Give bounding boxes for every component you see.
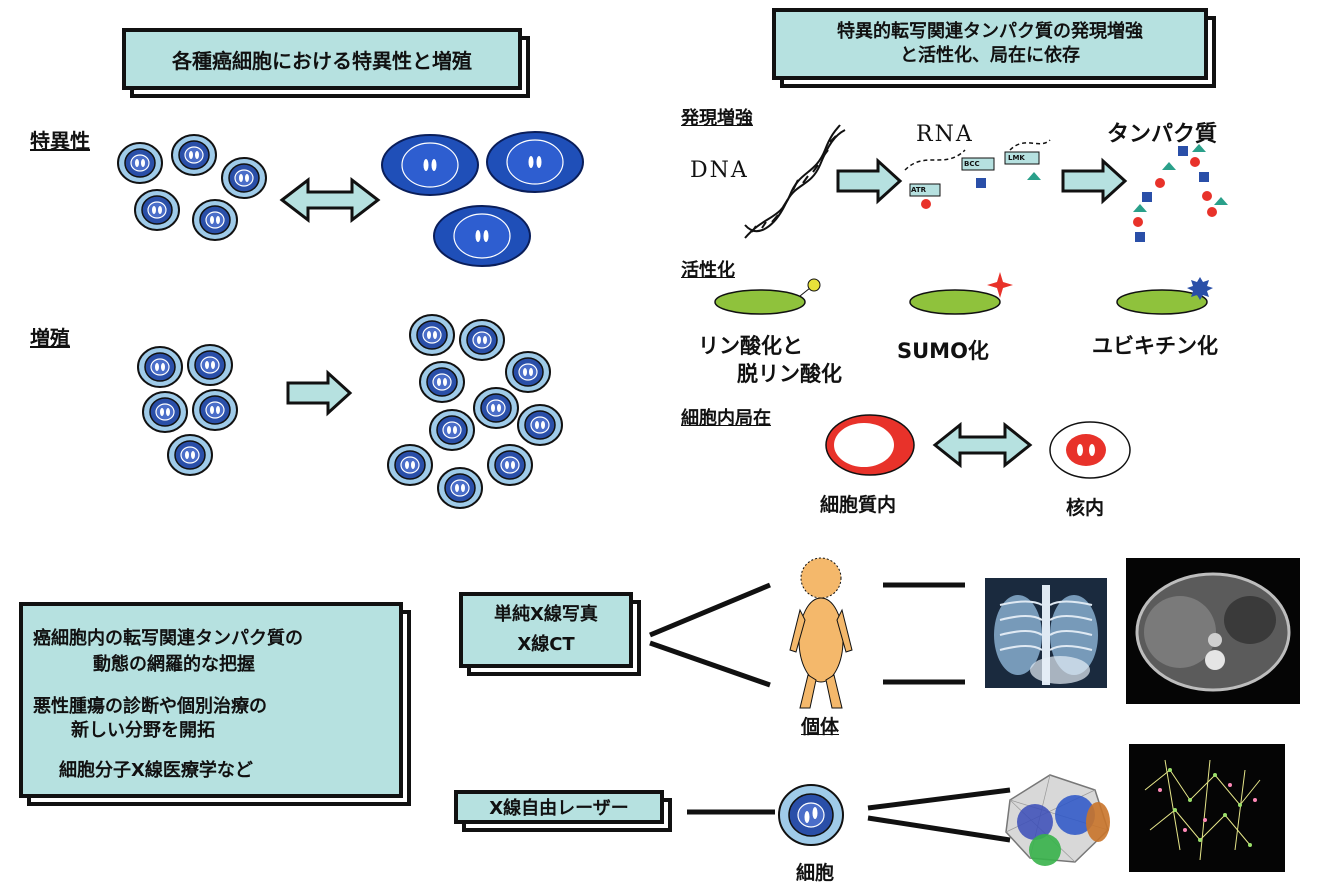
activation-label: 活性化 (681, 260, 735, 281)
rna-strand-icon (904, 139, 1051, 171)
phosphorylation-label-1: リン酸化と (698, 334, 803, 358)
proliferation-label: 増殖 (30, 326, 70, 350)
summary-box: 癌細胞内の転写関連タンパク質の 動態の網羅的な把握 悪性腫瘍の診断や個別治療の … (19, 602, 411, 806)
proliferation-before-cells (137, 344, 238, 476)
dna-helix-icon (744, 124, 846, 239)
molecular-model-image (1129, 744, 1285, 872)
sumoylation-icon (909, 272, 1013, 315)
transcription-protein-title-box: 特異的転写関連タンパク質の発現増強 と活性化、局在に依存 (772, 8, 1216, 88)
xray-fel-box: X線自由レーザー (454, 790, 672, 832)
double-arrow-localization (932, 421, 1033, 469)
rna-tag-lmk: LMK (1008, 154, 1025, 162)
connector-lines-xray (649, 582, 965, 688)
phosphorylation-icon (714, 278, 821, 315)
arrow-proliferation (286, 371, 352, 415)
cytoplasm-cell-icon (825, 414, 915, 476)
single-cell-icon (778, 784, 844, 846)
phosphorylation-label-2: 脱リン酸化 (737, 362, 842, 386)
protein-structure-3d-icon (1005, 774, 1110, 866)
cancer-cell-title-box: 各種癌細胞における特異性と増殖 (122, 28, 530, 98)
localization-label: 細胞内局在 (681, 408, 771, 429)
sumoylation-label: SUMO化 (897, 339, 989, 363)
transcription-protein-title: 特異的転写関連タンパク質の発現増強 と活性化、局在に依存 (772, 8, 1208, 80)
cytoplasm-label: 細胞質内 (820, 494, 897, 516)
specificity-label: 特異性 (30, 129, 90, 153)
large-cancer-cells-group (381, 131, 584, 267)
individual-label: 個体 (801, 716, 840, 738)
human-figure-icon (789, 557, 853, 709)
xray-methods-box: 単純X線写真 X線CT (459, 592, 641, 676)
summary-line-5: 細胞分子X線医療学など (59, 760, 253, 781)
summary-line-4: 新しい分野を開拓 (71, 720, 215, 741)
summary-line-1: 癌細胞内の転写関連タンパク質の (33, 628, 303, 649)
xray-fel-label: X線自由レーザー (454, 790, 664, 824)
rna-tag-bcc: BCC (964, 160, 980, 168)
rna-tags-group (909, 151, 1041, 209)
arrow-rna-to-protein (1061, 159, 1127, 203)
summary-line-2: 動態の網羅的な把握 (93, 654, 255, 675)
expression-label: 発現増強 (681, 108, 753, 129)
cell-label: 細胞 (796, 862, 835, 884)
arrow-dna-to-rna (836, 159, 902, 203)
connector-line-fel (687, 787, 1011, 843)
rna-label: RNA (916, 122, 974, 147)
ubiquitination-label: ユビキチン化 (1092, 334, 1218, 358)
xray-ct-label: X線CT (517, 634, 575, 655)
rna-tag-atr: ATR (911, 186, 927, 194)
proliferation-after-cells (387, 314, 563, 509)
protein-label: タンパク質 (1107, 122, 1218, 147)
ubiquitination-icon (1116, 277, 1213, 315)
xray-methods: 単純X線写真 X線CT (459, 592, 633, 668)
summary-line-3: 悪性腫瘍の診断や個別治療の (33, 696, 267, 717)
xray-photo-label: 単純X線写真 (494, 604, 598, 625)
title-line-1: 特異的転写関連タンパク質の発現増強 (837, 21, 1143, 42)
summary-content: 癌細胞内の転写関連タンパク質の 動態の網羅的な把握 悪性腫瘍の診断や個別治療の … (19, 602, 403, 798)
nucleus-cell-icon (1049, 421, 1131, 479)
cancer-cell-title: 各種癌細胞における特異性と増殖 (122, 28, 522, 90)
nucleus-label: 核内 (1066, 497, 1105, 519)
protein-chain-icon (1133, 144, 1228, 242)
ct-scan-image (1126, 558, 1300, 704)
title-line-2: と活性化、局在に依存 (900, 45, 1080, 66)
small-cancer-cells-group (117, 134, 267, 241)
chest-xray-image (985, 578, 1107, 688)
double-arrow-specificity (279, 176, 381, 224)
dna-label: DNA (690, 158, 749, 183)
